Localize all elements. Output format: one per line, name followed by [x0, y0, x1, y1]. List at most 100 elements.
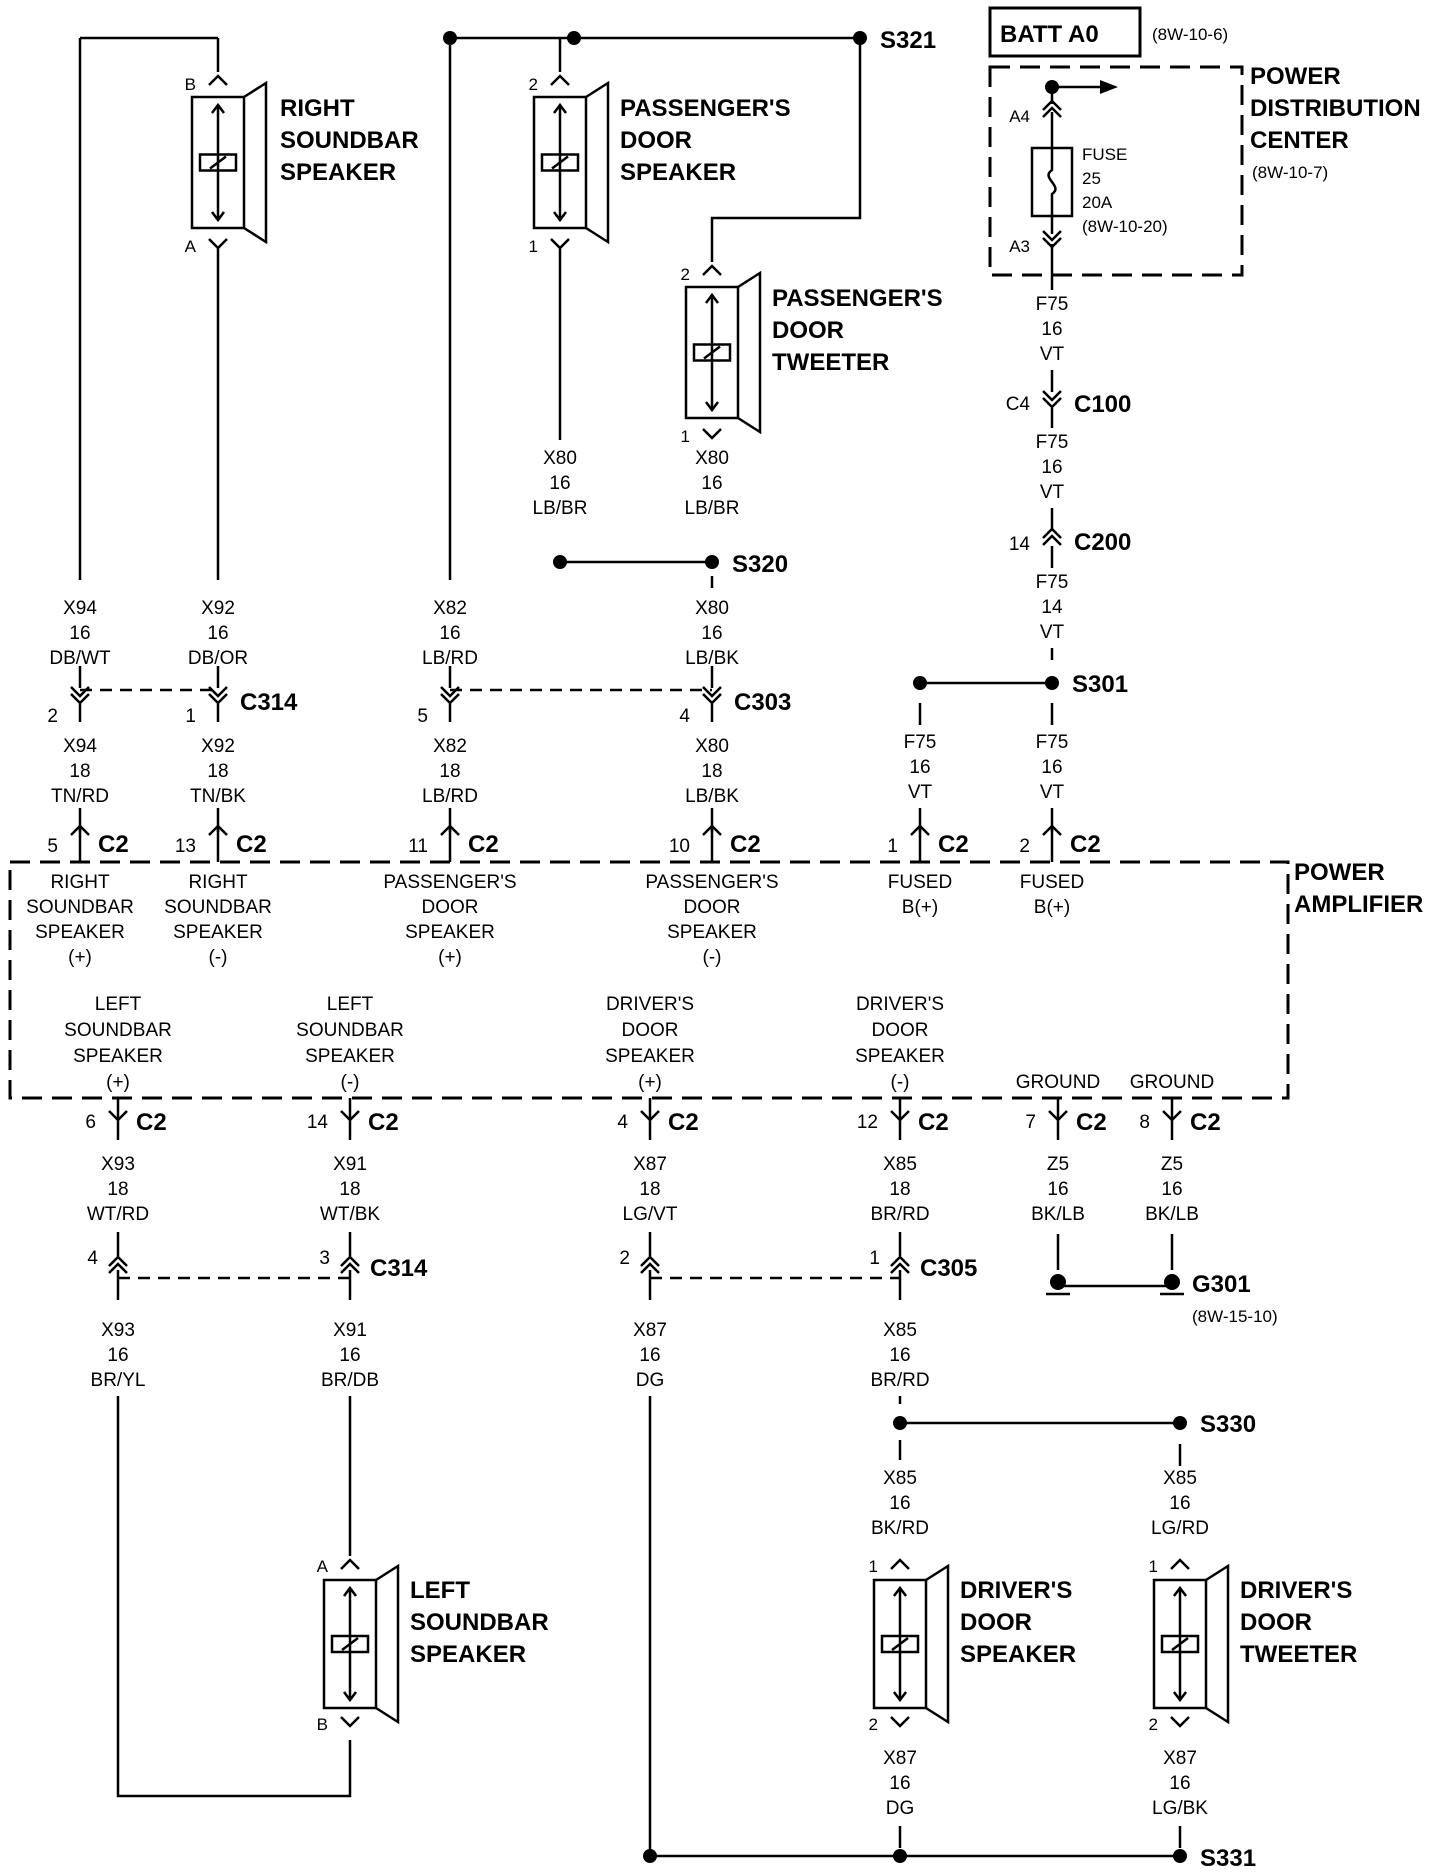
wire-label-z5: BK/LB	[1031, 1204, 1085, 1225]
diagram-labels: BATT A0(8W-10-6)POWERDISTRIBUTIONCENTER(…	[26, 21, 1423, 1872]
fuse-symbol	[1047, 148, 1057, 216]
amp-pin-label: LEFT	[95, 994, 142, 1015]
s330-label: S330	[1200, 1411, 1256, 1438]
wire-label-f75: F75	[1036, 732, 1069, 753]
wire-label-f75: VT	[1040, 782, 1065, 803]
pds-pin-2	[550, 74, 570, 86]
left-soundbar-speaker-label: SOUNDBAR	[410, 1609, 549, 1636]
wire-label-x85: BR/RD	[870, 1204, 929, 1225]
amp-pin-label: RIGHT	[50, 872, 110, 893]
s321-dot	[853, 31, 867, 45]
c2-top-label: C2	[938, 831, 969, 858]
speaker-arrow	[211, 211, 225, 223]
speaker-box	[532, 95, 588, 230]
pdc-title: CENTER	[1250, 127, 1349, 154]
s330-left-dot	[893, 1416, 907, 1430]
s330-dot	[1173, 1416, 1187, 1430]
left-soundbar-speaker-label: LEFT	[410, 1577, 470, 1604]
speaker-arrow	[553, 102, 567, 114]
wire-label-x94: X94	[63, 736, 97, 757]
amp-pin-label: (+)	[68, 947, 92, 968]
wire-label-f75: F75	[904, 732, 937, 753]
c305-pin	[890, 1255, 910, 1267]
driver-door-speaker-label: SPEAKER	[960, 1641, 1076, 1668]
dds-pin-1	[890, 1558, 910, 1570]
wire-label-x85: X85	[883, 1468, 917, 1489]
amp-pin-label: SOUNDBAR	[296, 1020, 404, 1041]
wire-label-x92: X92	[201, 598, 235, 619]
speaker-cone	[1205, 1563, 1230, 1725]
dds-pin-2	[890, 1716, 910, 1728]
rsb-pin-b-label: B	[185, 75, 196, 94]
speaker-arrow	[893, 1585, 907, 1597]
wire-label-x94: TN/RD	[51, 786, 109, 807]
speaker-coil	[330, 1634, 370, 1654]
wire-label-x80: LB/BK	[685, 648, 739, 669]
c314-label: C314	[240, 689, 298, 716]
amp-pin-label: (+)	[638, 1072, 662, 1093]
c2-bot-label: C2	[368, 1109, 399, 1136]
speaker-coil-mark	[891, 1637, 909, 1651]
c303-pin	[440, 686, 460, 698]
c303-pin	[702, 693, 722, 705]
wire-label-f75: 16	[1041, 757, 1062, 778]
rsb-pin-a	[208, 238, 228, 250]
wire-label-x85: 16	[889, 1345, 910, 1366]
wire-label-x85: X85	[1163, 1468, 1197, 1489]
c2-bot-pin-label: 4	[617, 1112, 628, 1133]
amp-pin-label: SOUNDBAR	[26, 897, 134, 918]
left-soundbar-speaker-label: SPEAKER	[410, 1641, 526, 1668]
wire-label-x87: X87	[633, 1154, 667, 1175]
wire-label-x87: X87	[1163, 1748, 1197, 1769]
c303-label: C303	[734, 689, 791, 716]
wire-x93	[116, 1396, 352, 1798]
pdc-title: DISTRIBUTION	[1250, 95, 1421, 122]
speaker-cone	[585, 80, 610, 245]
pdc-pin-a4	[1042, 106, 1062, 118]
c305-pin	[890, 1262, 910, 1274]
amp-pin-label: DRIVER'S	[856, 994, 944, 1015]
amp-pin-label: DRIVER'S	[606, 994, 694, 1015]
passenger-door-tweeter-label: PASSENGER'S	[772, 285, 943, 312]
wire-label-x93: 16	[107, 1345, 128, 1366]
wire-label-x92: TN/BK	[190, 786, 246, 807]
c2-top-pin-label: 11	[408, 836, 428, 857]
c100-pin	[1042, 390, 1062, 402]
s320-dot	[705, 555, 719, 569]
driver-door-tweeter-label: TWEETER	[1240, 1641, 1357, 1668]
c2-bot-label: C2	[136, 1109, 167, 1136]
speaker-cone	[375, 1563, 400, 1725]
speaker-cone	[737, 270, 762, 435]
wire-label-x87: X87	[883, 1748, 917, 1769]
wire-label-x87: X87	[633, 1320, 667, 1341]
wire-label-x91: X91	[333, 1320, 367, 1341]
amp-pin-label: PASSENGER'S	[645, 872, 778, 893]
c2-bot-pin-label: 8	[1139, 1112, 1150, 1133]
wire-label-x82: X82	[433, 598, 467, 619]
wire-label-x94: 16	[69, 623, 90, 644]
amp-pin-label: SPEAKER	[35, 922, 125, 943]
amp-pin-label: SPEAKER	[605, 1046, 695, 1067]
wire-label-x87: 16	[889, 1773, 910, 1794]
pdc-pin-a3	[1042, 230, 1062, 242]
c2-top-label: C2	[468, 831, 499, 858]
c2-bot-label: C2	[1076, 1109, 1107, 1136]
right-soundbar-speaker-label: RIGHT	[280, 95, 355, 122]
wire-label-x80: 16	[701, 623, 722, 644]
c314-pin	[70, 686, 90, 698]
speaker-coil-mark	[1171, 1637, 1189, 1651]
c303-pin	[702, 686, 722, 698]
c2-top-label: C2	[730, 831, 761, 858]
passenger-door-tweeter	[684, 270, 762, 435]
wire-label-x87: 18	[639, 1179, 660, 1200]
amp-pin-label: (-)	[891, 1072, 910, 1093]
amp-pin-label: SPEAKER	[173, 922, 263, 943]
c314-pin-label: 4	[87, 1248, 98, 1269]
lsb-pin-a-label: A	[317, 1557, 329, 1576]
ddt-pin-2	[1170, 1716, 1190, 1728]
pdt-pin-2	[702, 264, 722, 276]
wire-label-x82: 16	[439, 623, 460, 644]
speaker-cone	[925, 1563, 950, 1725]
wire-label-x87: 16	[639, 1345, 660, 1366]
wire-label-x87: LG/VT	[623, 1204, 678, 1225]
